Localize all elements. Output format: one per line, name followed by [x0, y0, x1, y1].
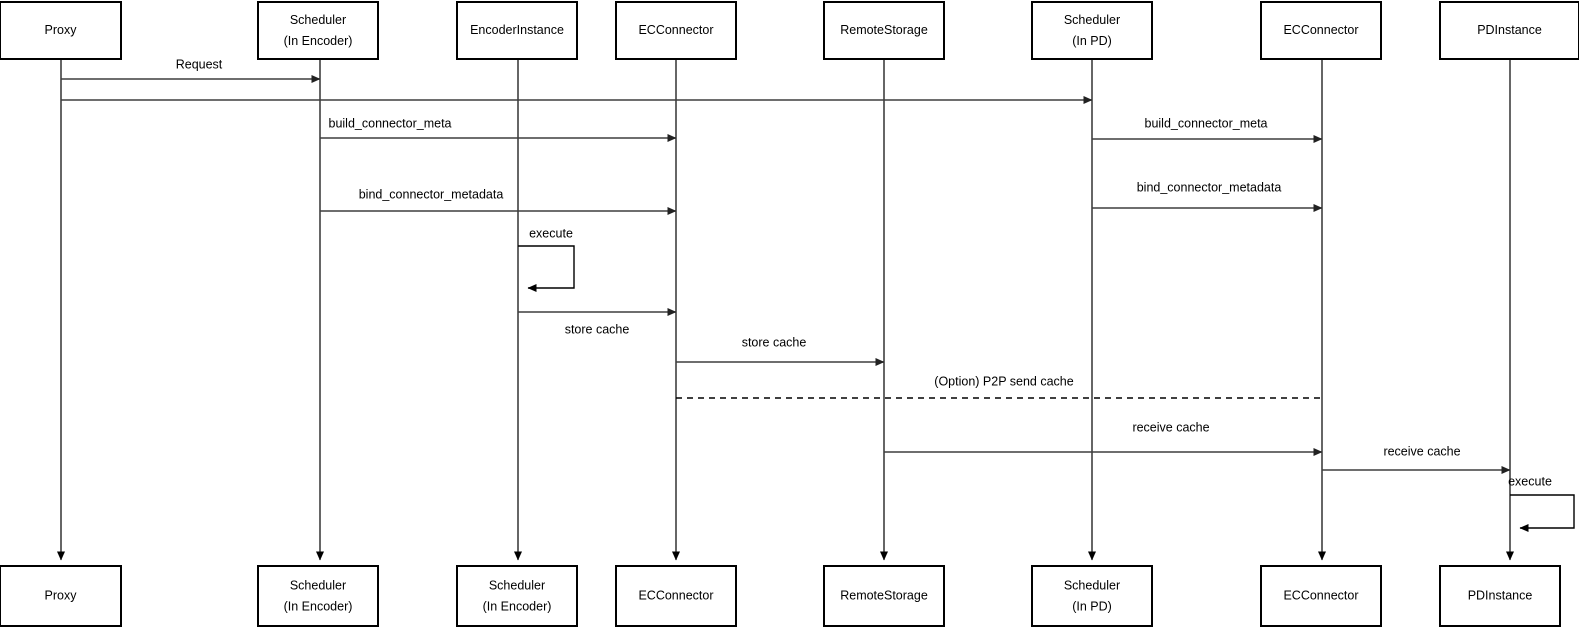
message-label-m3: build_connector_meta	[329, 116, 452, 130]
participant-footer-box-ec_conn_2_f[interactable]	[1260, 565, 1382, 627]
participant-footer-sublabel-sched_enc_f: (In Encoder)	[284, 599, 353, 613]
participant-label-pd_inst: PDInstance	[1477, 23, 1542, 37]
participant-label-remote_store: RemoteStorage	[840, 23, 928, 37]
participant-footer-label-ec_conn_2_f: ECConnector	[1283, 588, 1358, 602]
participant-box-remote_store[interactable]	[823, 1, 945, 60]
participant-footer-label-remote_f: RemoteStorage	[840, 588, 928, 602]
participant-sublabel-sched_pd: (In PD)	[1072, 34, 1112, 48]
message-label-m9: (Option) P2P send cache	[934, 374, 1073, 388]
message-label-m5: bind_connector_metadata	[359, 187, 504, 201]
participant-footer-label-pd_inst_f: PDInstance	[1468, 588, 1533, 602]
participant-footer-sublabel-enc_inst_f: (In Encoder)	[483, 599, 552, 613]
bottom-participant-boxes: Proxy Scheduler (In Encoder) Scheduler (In E…	[0, 565, 1561, 627]
self-message-path-s1	[518, 245, 575, 292]
participant-footer-label-enc_inst_f: Scheduler	[489, 578, 545, 592]
participant-footer-label-sched_enc_f: Scheduler	[290, 578, 346, 592]
participant-footer-label-proxy_f: Proxy	[45, 588, 78, 602]
participant-box-proxy[interactable]	[0, 1, 122, 60]
participant-footer-box-ec_conn_1_f[interactable]	[615, 565, 737, 627]
lifelines-group	[57, 59, 1514, 561]
participant-label-sched_enc: Scheduler	[290, 13, 346, 27]
message-label-m8: store cache	[742, 335, 807, 349]
participant-box-encoder_inst[interactable]	[456, 1, 578, 60]
message-label-m1: Request	[176, 57, 223, 71]
message-label-m10: receive cache	[1132, 420, 1209, 434]
self-message-path-s2	[1510, 494, 1575, 532]
participant-footer-box-enc_inst_f[interactable]	[456, 565, 578, 627]
participant-footer-label-sched_pd_f: Scheduler	[1064, 578, 1120, 592]
participant-footer-sublabel-sched_pd_f: (In PD)	[1072, 599, 1112, 613]
participant-box-ec_conn_2[interactable]	[1260, 1, 1382, 60]
top-participant-boxes: Proxy Scheduler (In Encoder) EncoderInstanc…	[0, 1, 1579, 60]
message-label-m7: store cache	[565, 322, 630, 336]
self-messages-group: execute execute	[518, 226, 1575, 532]
message-label-m6: bind_connector_metadata	[1137, 180, 1282, 194]
messages-group: Request build_connector_meta build_connect…	[61, 57, 1511, 474]
participant-footer-box-sched_pd_f[interactable]	[1031, 565, 1153, 627]
self-message-label-s1: execute	[529, 226, 573, 240]
participant-footer-box-pd_inst_f[interactable]	[1439, 565, 1561, 627]
participant-box-pd_inst[interactable]	[1439, 1, 1579, 60]
participant-label-ec_conn_2: ECConnector	[1283, 23, 1358, 37]
participant-label-sched_pd: Scheduler	[1064, 13, 1120, 27]
participant-label-proxy: Proxy	[45, 23, 78, 37]
participant-footer-box-sched_enc_f[interactable]	[257, 565, 379, 627]
message-label-m4: build_connector_meta	[1145, 116, 1268, 130]
participant-sublabel-sched_enc: (In Encoder)	[284, 34, 353, 48]
self-message-label-s2: execute	[1508, 474, 1552, 488]
participant-footer-box-remote_f[interactable]	[823, 565, 945, 627]
participant-label-encoder_inst: EncoderInstance	[470, 23, 564, 37]
participant-box-sched_enc[interactable]	[257, 1, 379, 60]
participant-footer-label-ec_conn_1_f: ECConnector	[638, 588, 713, 602]
participant-box-ec_conn_1[interactable]	[615, 1, 737, 60]
participant-footer-box-proxy_f[interactable]	[0, 565, 122, 627]
participant-box-sched_pd[interactable]	[1031, 1, 1153, 60]
participant-label-ec_conn_1: ECConnector	[638, 23, 713, 37]
message-label-m11: receive cache	[1383, 444, 1460, 458]
